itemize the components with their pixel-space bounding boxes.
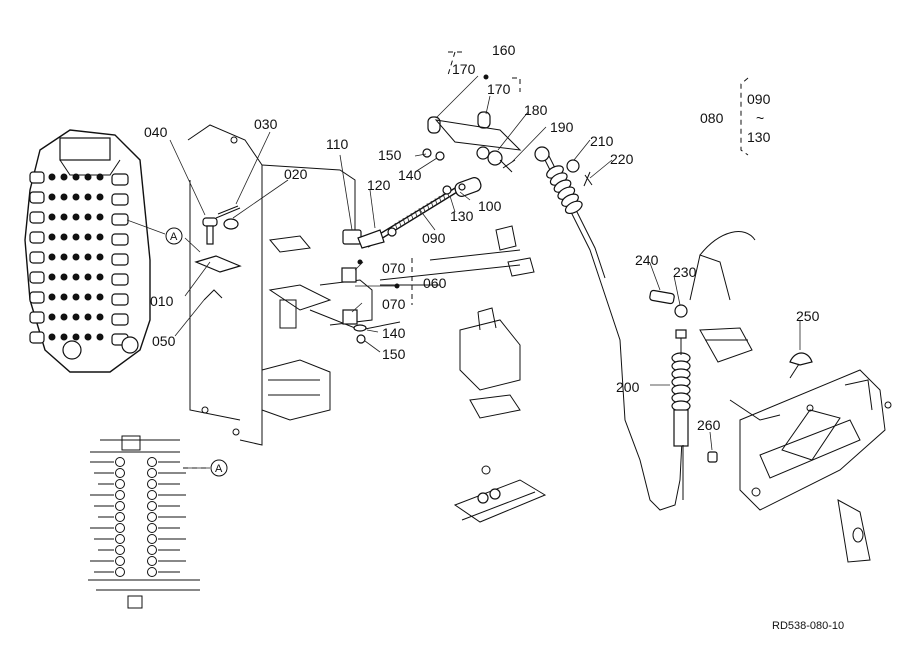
callout-a-letter: A <box>215 463 223 475</box>
schematic-row <box>90 490 186 500</box>
schematic-row <box>98 545 180 555</box>
label-130[interactable]: 130 <box>450 208 474 224</box>
valve-spool <box>29 231 129 246</box>
schematic-row <box>90 523 180 533</box>
valve-spool <box>29 311 129 326</box>
label-030[interactable]: 030 <box>254 116 278 132</box>
pedal-link-assembly <box>422 51 522 191</box>
valve-spool <box>29 191 129 206</box>
lower-linkage <box>341 258 413 344</box>
schematic-row <box>94 468 186 478</box>
schematic-row <box>94 567 180 577</box>
label-070-upper[interactable]: 070 <box>382 260 406 276</box>
label-220[interactable]: 220 <box>610 151 634 167</box>
hydraulic-schematic <box>88 435 210 609</box>
label-200[interactable]: 200 <box>616 379 640 395</box>
schematic-row <box>90 556 186 566</box>
label-140-lower[interactable]: 140 <box>382 325 406 341</box>
schematic-row <box>94 501 180 511</box>
drawing-code: RD538-080-10 <box>772 620 844 632</box>
label-010[interactable]: 010 <box>150 293 174 309</box>
part-labels: 040 030 020 010 050 110 120 150 140 100 … <box>144 42 844 632</box>
valve-spool <box>29 271 129 286</box>
leader-lines <box>126 75 801 469</box>
label-range-tilde: ~ <box>756 110 764 126</box>
label-070-lower[interactable]: 070 <box>382 296 406 312</box>
label-100[interactable]: 100 <box>478 198 502 214</box>
label-050[interactable]: 050 <box>152 333 176 349</box>
label-170-left[interactable]: 170 <box>452 61 476 77</box>
label-020[interactable]: 020 <box>284 166 308 182</box>
schematic-row <box>94 534 186 544</box>
control-valve-assembly <box>24 129 151 373</box>
label-040[interactable]: 040 <box>144 124 168 140</box>
label-240[interactable]: 240 <box>635 252 659 268</box>
label-080[interactable]: 080 <box>700 110 724 126</box>
cable-boot <box>546 165 583 215</box>
label-150-lower[interactable]: 150 <box>382 346 406 362</box>
cable-boot <box>671 352 691 412</box>
label-180[interactable]: 180 <box>524 102 548 118</box>
label-140-upper[interactable]: 140 <box>398 167 422 183</box>
label-090-range-start: 090 <box>747 91 771 107</box>
control-cable <box>534 146 691 511</box>
schematic-row <box>90 457 180 467</box>
label-130-range-end: 130 <box>747 129 771 145</box>
valve-spool <box>29 291 129 306</box>
label-170-right[interactable]: 170 <box>487 81 511 97</box>
lever-assembly <box>649 231 892 563</box>
label-190[interactable]: 190 <box>550 119 574 135</box>
callout-a-valve[interactable]: A <box>165 227 183 245</box>
label-120[interactable]: 120 <box>367 177 391 193</box>
callout-a-letter: A <box>170 231 178 243</box>
bracket-plate <box>187 124 356 446</box>
valve-spool <box>29 331 129 346</box>
callout-a-schematic[interactable]: A <box>210 459 228 477</box>
small-parts <box>194 205 242 301</box>
valve-spool <box>29 251 129 266</box>
schematic-row <box>98 479 180 489</box>
label-060[interactable]: 060 <box>423 275 447 291</box>
valve-spool <box>29 171 129 186</box>
valve-spool <box>29 211 129 226</box>
label-260[interactable]: 260 <box>697 417 721 433</box>
label-160[interactable]: 160 <box>492 42 516 58</box>
range-bracket <box>740 77 749 156</box>
label-210[interactable]: 210 <box>590 133 614 149</box>
rod-assembly <box>342 177 482 265</box>
schematic-row <box>98 512 186 522</box>
label-250[interactable]: 250 <box>796 308 820 324</box>
label-230[interactable]: 230 <box>673 264 697 280</box>
label-110[interactable]: 110 <box>326 136 349 152</box>
label-090[interactable]: 090 <box>422 230 446 246</box>
label-150-upper[interactable]: 150 <box>378 147 402 163</box>
